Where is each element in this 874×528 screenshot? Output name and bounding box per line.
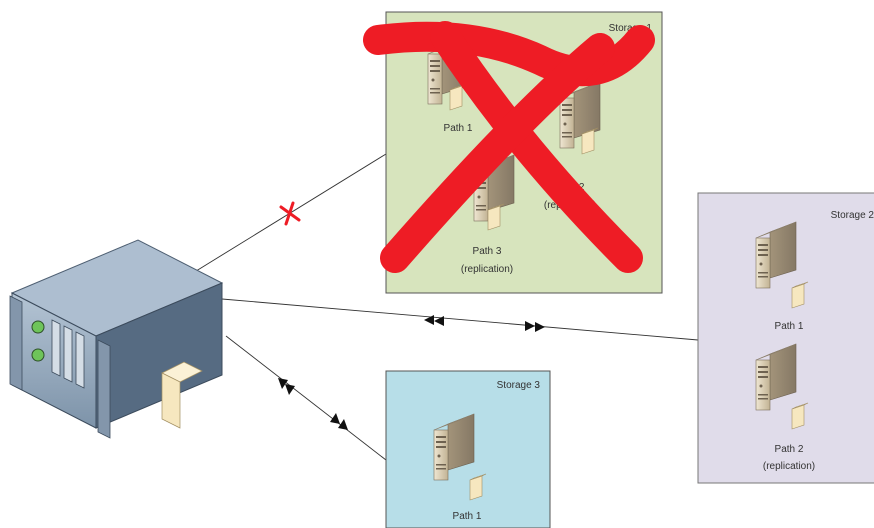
connection-line-storage-2: [221, 298, 699, 341]
storage-3-title: Storage 3: [497, 380, 541, 391]
node-label: Path 2: [775, 444, 804, 455]
storage-2-node-1[interactable]: Path 1: [755, 221, 809, 332]
node-label: Path 1: [444, 123, 473, 134]
node-label: Path 1: [775, 321, 804, 332]
failure-x-icon: [363, 21, 655, 273]
storage-3-box[interactable]: Storage 3 Path 1: [385, 370, 551, 528]
storage-1-node-1[interactable]: Path 1: [427, 37, 473, 134]
rack-server-icon[interactable]: [9, 239, 224, 439]
connection-line-storage-3: [225, 335, 387, 461]
bidirectional-arrows-storage-2: [424, 315, 545, 332]
bidirectional-arrows-storage-3: [278, 378, 348, 430]
storage-1-box[interactable]: Storage 1 Path 1 Path 2 (replication) Pa…: [363, 11, 663, 294]
small-x-icon: [279, 201, 301, 226]
node-label: Path 1: [453, 511, 482, 522]
storage-1-node-3[interactable]: Path 3 (replication): [461, 154, 515, 275]
storage-2-box[interactable]: Storage 2 Path 1 Path 2 (replication): [697, 192, 874, 484]
node-label: Path 3: [473, 246, 502, 257]
storage-2-node-2[interactable]: Path 2 (replication): [755, 343, 815, 472]
storage-3-node-1[interactable]: Path 1: [433, 413, 487, 522]
node-label-replication: (replication): [461, 264, 513, 275]
storage-2-title: Storage 2: [831, 210, 874, 221]
node-label-replication: (replication): [763, 461, 815, 472]
connection-line-storage-1: [187, 153, 387, 277]
